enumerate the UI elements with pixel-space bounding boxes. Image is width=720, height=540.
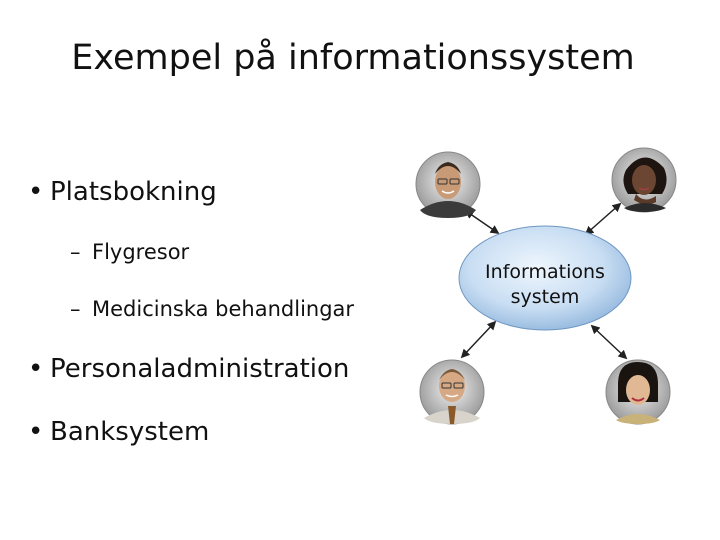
bullet-marker: • — [28, 417, 44, 447]
arrow-top-right — [584, 202, 622, 236]
arrow-top-left — [464, 209, 500, 235]
sub-text: Flygresor — [92, 240, 190, 264]
bullet-marker: • — [28, 354, 44, 384]
diagram-graphics — [415, 147, 677, 425]
sub-item-flygresor: –Flygresor — [70, 240, 189, 264]
arrow-bottom-left — [460, 320, 497, 359]
slide-title: Exempel på informationssystem — [71, 38, 635, 78]
label-line-1: Informations — [485, 261, 605, 283]
woman-smiling-portrait — [605, 359, 671, 425]
bullet-item-platsbokning: •Platsbokning — [28, 177, 217, 207]
bullet-item-personaladministration: •Personaladministration — [28, 354, 349, 384]
sub-text: Medicinska behandlingar — [92, 297, 355, 321]
bullet-text: Personaladministration — [50, 354, 350, 384]
information-system-label: Informations system — [462, 260, 628, 310]
information-system-ellipse — [458, 225, 632, 331]
bullet-list: •Platsbokning –Flygresor –Medicinska beh… — [28, 177, 354, 447]
woman-hand-chin-portrait — [611, 147, 677, 213]
arrow-bottom-right — [590, 324, 628, 360]
bullet-item-banksystem: •Banksystem — [28, 417, 209, 447]
bullet-marker: • — [28, 177, 44, 207]
dash-marker: – — [70, 240, 81, 264]
label-line-2: system — [510, 286, 580, 308]
dash-marker: – — [70, 297, 81, 321]
information-system-diagram: Informations system — [400, 140, 700, 440]
sub-item-medicinska: –Medicinska behandlingar — [70, 297, 354, 321]
man-glasses-portrait — [415, 151, 481, 218]
bullet-text: Banksystem — [50, 417, 210, 447]
bullet-text: Platsbokning — [50, 177, 217, 207]
man-tie-portrait — [419, 359, 485, 425]
